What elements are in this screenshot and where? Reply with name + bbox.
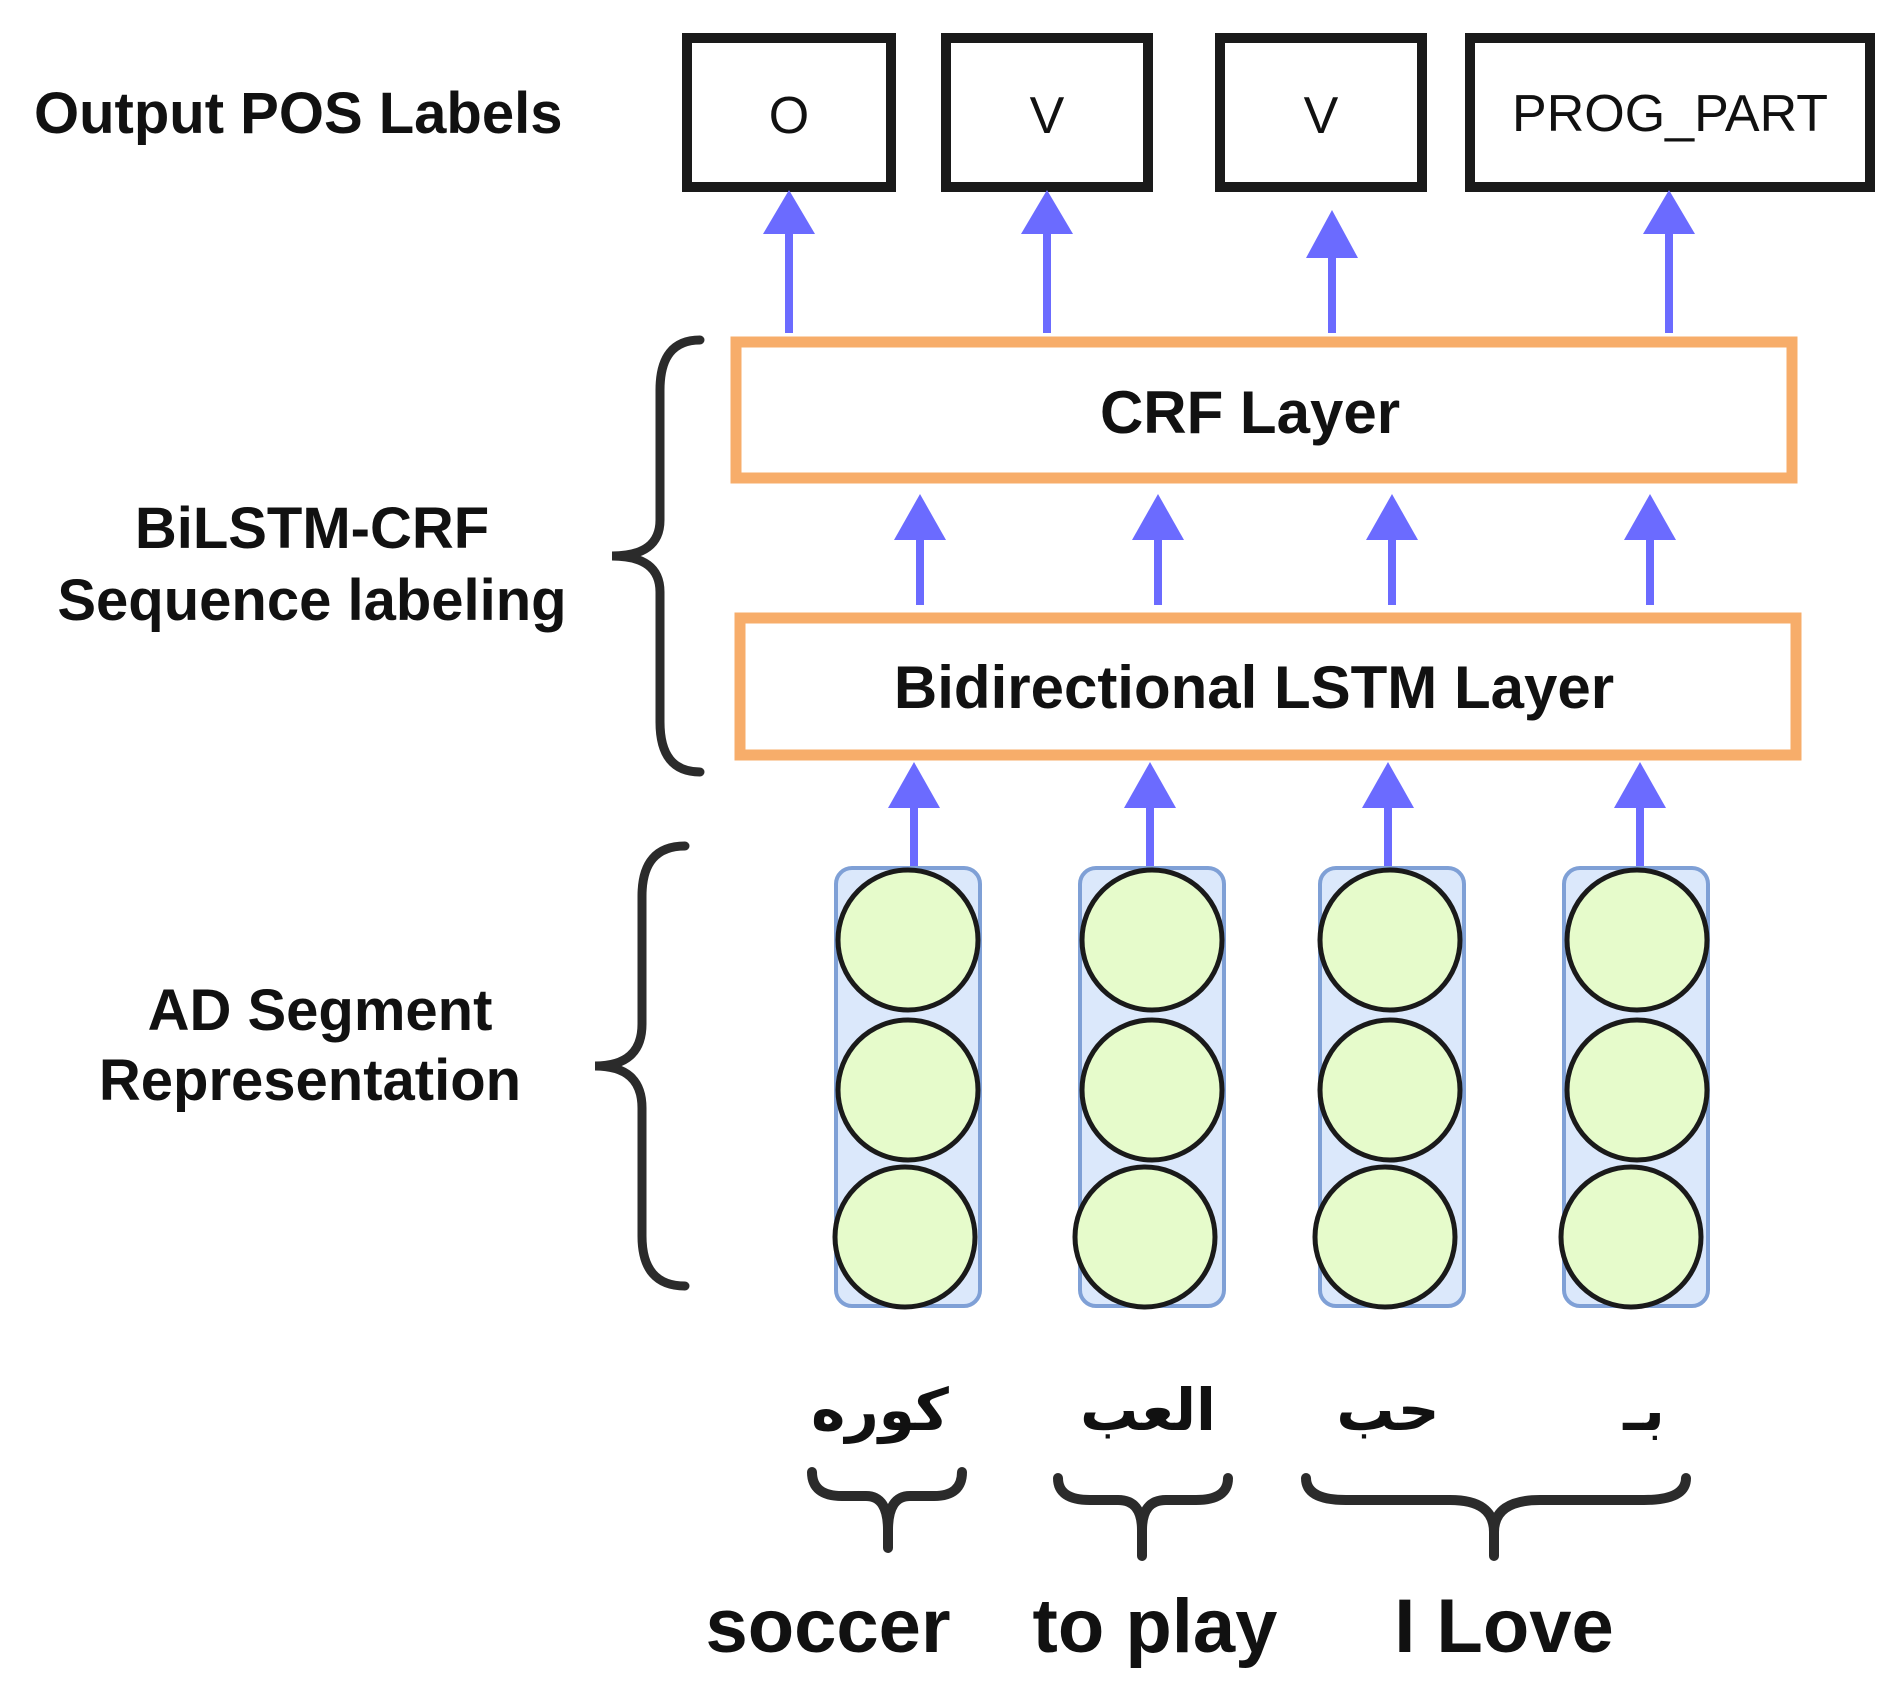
crf-layer-box: CRF Layer	[730, 336, 1798, 484]
ad-segment-label-line2: Representation	[99, 1048, 521, 1113]
bilstm-crf-brace	[611, 335, 705, 777]
pos-tag-label: V	[1030, 87, 1065, 145]
embedding-column-3	[1312, 866, 1466, 1310]
arabic-segment-2: العب	[1080, 1378, 1216, 1443]
neuron	[1558, 1164, 1704, 1310]
neuron	[1564, 867, 1710, 1013]
arabic-segment-1: كوره	[811, 1378, 949, 1445]
neuron	[1079, 1017, 1225, 1163]
pos-tag-box-2: V	[941, 33, 1153, 192]
arrows-crf-to-output	[763, 190, 1695, 333]
neuron	[1317, 1017, 1463, 1163]
english-word-soccer: soccer	[705, 1584, 950, 1669]
bilstm-layer-label: Bidirectional LSTM Layer	[894, 654, 1614, 721]
ad-segment-brace	[594, 841, 690, 1291]
pos-tag-label: PROG_PART	[1512, 85, 1828, 143]
neuron	[1312, 1164, 1458, 1310]
arabic-segment-4: بـ	[1622, 1378, 1665, 1443]
english-word-to-play: to play	[1033, 1584, 1278, 1669]
bottom-brace-soccer	[807, 1467, 967, 1553]
embedding-column-2	[1072, 866, 1226, 1310]
pos-tag-box-4: PROG_PART	[1465, 33, 1875, 192]
embedding-column-1	[832, 866, 982, 1310]
arrows-embeddings-to-bilstm	[888, 762, 1666, 872]
embedding-column-4	[1558, 866, 1710, 1310]
arrows-bilstm-to-crf	[894, 494, 1676, 605]
pos-tag-box-1: O	[682, 33, 896, 192]
bottom-brace-to-play	[1053, 1473, 1233, 1561]
ad-segment-label-line1: AD Segment	[148, 978, 493, 1043]
neuron	[835, 867, 981, 1013]
bottom-brace-i-love	[1301, 1473, 1691, 1561]
bilstm-layer-box: Bidirectional LSTM Layer	[734, 612, 1802, 761]
bilstm-crf-label-line2: Sequence labeling	[57, 568, 566, 633]
pos-tag-label: O	[769, 87, 809, 145]
arabic-segment-3: حب	[1336, 1378, 1439, 1443]
neuron	[1072, 1164, 1218, 1310]
bilstm-crf-label-line1: BiLSTM-CRF	[135, 496, 489, 561]
neuron	[1317, 867, 1463, 1013]
output-pos-labels-title: Output POS Labels	[34, 81, 563, 146]
english-word-i-love: I Love	[1394, 1584, 1614, 1669]
neuron	[1564, 1017, 1710, 1163]
pos-tag-label: V	[1304, 87, 1339, 145]
crf-layer-label: CRF Layer	[1100, 379, 1400, 446]
neuron	[832, 1164, 978, 1310]
neuron	[835, 1017, 981, 1163]
pos-tag-box-3: V	[1215, 33, 1427, 192]
neuron	[1079, 867, 1225, 1013]
